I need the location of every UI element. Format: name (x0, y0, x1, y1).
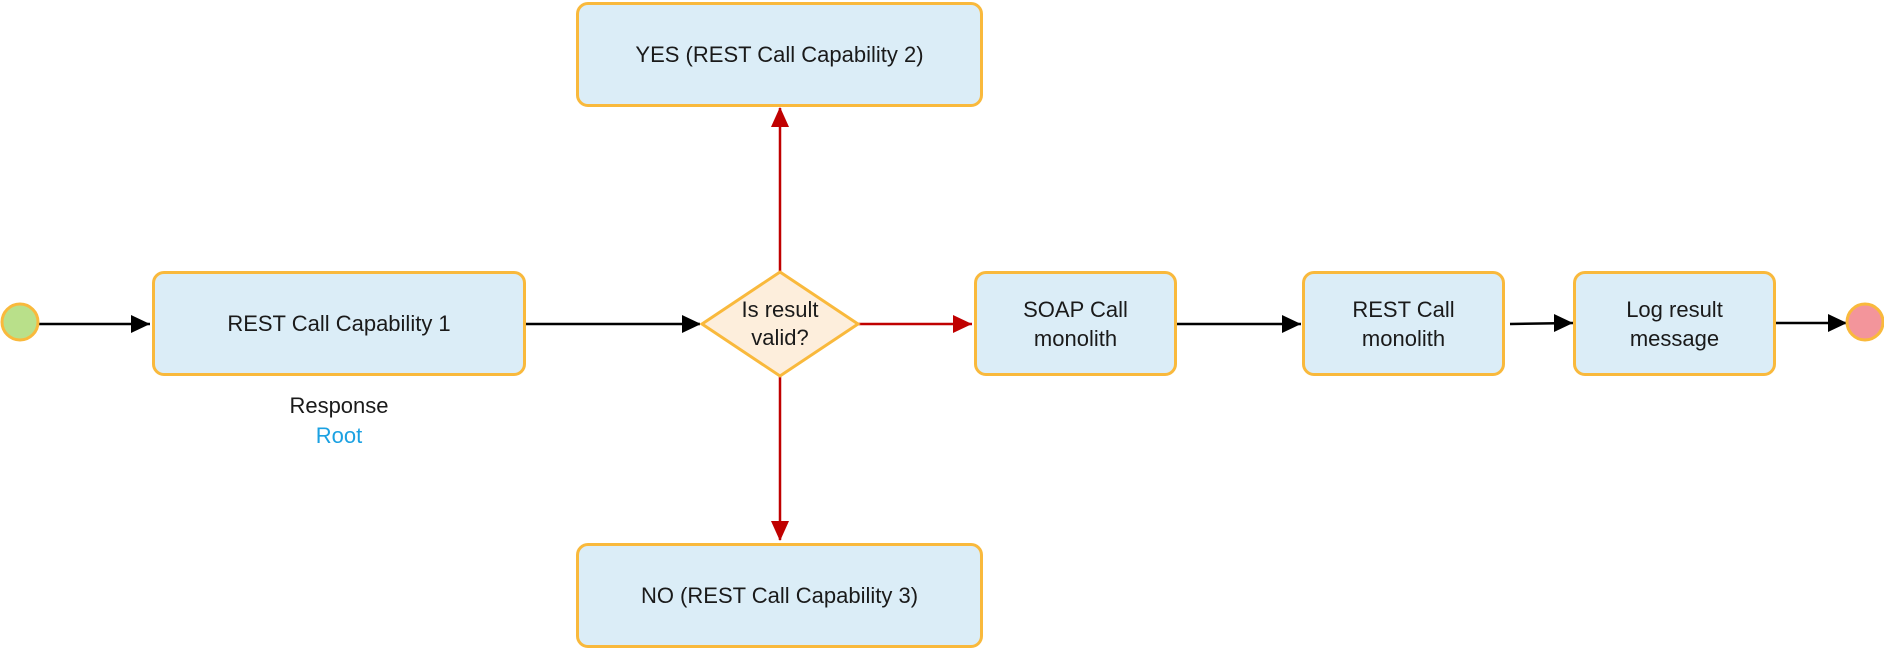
soap-call-monolith-label: SOAP Call monolith (1023, 296, 1128, 351)
log-result-message-node[interactable]: Log result message (1573, 271, 1776, 376)
rest-call-capability-1-node[interactable]: REST Call Capability 1 (152, 271, 526, 376)
arrowhead-soap (953, 315, 972, 333)
decision-label: Is result valid? (741, 297, 819, 350)
arrowhead-yes (771, 107, 789, 127)
decision-label-wrapper: Is result valid? (702, 290, 858, 358)
rest-call-capability-1-label: REST Call Capability 1 (227, 311, 451, 336)
no-branch-label: NO (REST Call Capability 3) (640, 583, 919, 608)
arrowhead-rest-monolith (1282, 315, 1301, 333)
end-node[interactable] (1845, 302, 1884, 342)
arrowhead-log (1554, 314, 1573, 332)
arrowhead-no (771, 521, 789, 541)
annotation-root: Root (315, 423, 363, 448)
no-branch-node[interactable]: NO (REST Call Capability 3) (576, 543, 983, 648)
annotation-response: Response (289, 393, 389, 418)
log-result-message-label: Log result message (1626, 296, 1723, 351)
rest-call-monolith-node[interactable]: REST Call monolith (1302, 271, 1505, 376)
yes-branch-label: YES (REST Call Capability 2) (635, 42, 924, 67)
start-node[interactable] (0, 302, 40, 342)
arrowhead-rest-call-1 (131, 315, 150, 333)
decision-diamond[interactable] (699, 270, 861, 378)
rest-call-monolith-label: REST Call monolith (1352, 296, 1455, 351)
arrowhead-end (1828, 314, 1847, 332)
arrowhead-decision-in (682, 315, 701, 333)
response-root-annotation: Response Root (239, 391, 439, 451)
soap-call-monolith-node[interactable]: SOAP Call monolith (974, 271, 1177, 376)
yes-branch-node[interactable]: YES (REST Call Capability 2) (576, 2, 983, 107)
